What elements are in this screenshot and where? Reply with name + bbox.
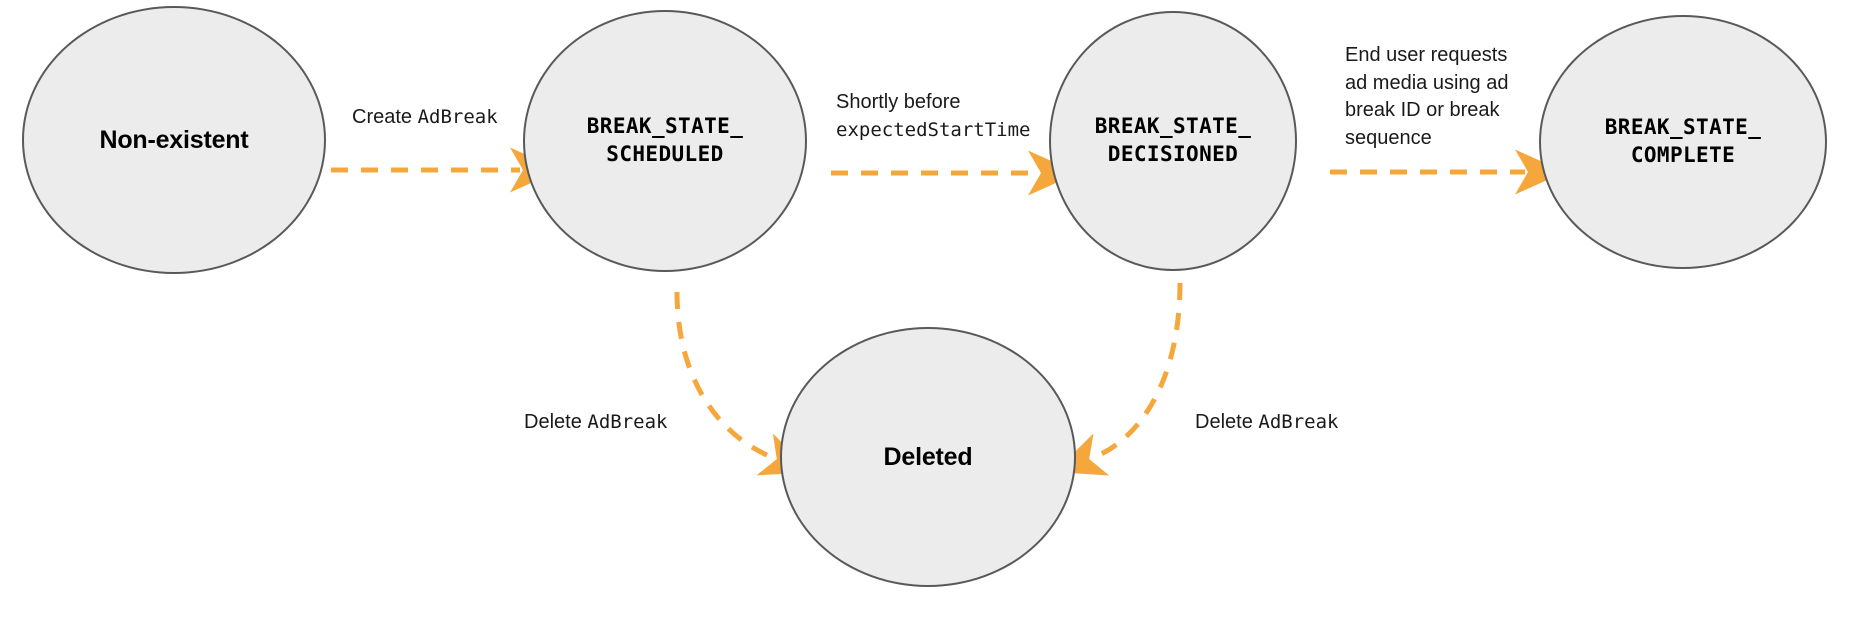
edge-label-text: sequence	[1345, 126, 1432, 149]
edge-label-line: Shortly before	[836, 89, 1030, 117]
edge-delete-adbreak-from-decisioned	[1054, 282, 1183, 476]
edge-delete-adbreak-from-scheduled	[674, 291, 812, 476]
state-node-break-state-scheduled[interactable]: BREAK_STATE_ SCHEDULED	[523, 10, 807, 272]
edge-label-text: AdBreak	[587, 411, 668, 433]
edge-label-line: Create AdBreak	[352, 104, 498, 132]
edge-label-delete-adbreak-from-decisioned: Delete AdBreak	[1195, 409, 1338, 437]
edge-label-text: ad media using ad	[1345, 71, 1509, 94]
state-node-break-state-decisioned[interactable]: BREAK_STATE_ DECISIONED	[1049, 11, 1297, 271]
edge-label-text: AdBreak	[417, 106, 498, 128]
edge-label-text: Shortly before	[836, 91, 961, 113]
state-node-non-existent[interactable]: Non-existent	[22, 6, 326, 274]
edge-label-text: expectedStartTime	[836, 118, 1031, 141]
edge-label-text: End user requests	[1345, 44, 1508, 66]
state-node-label: BREAK_STATE_ SCHEDULED	[586, 114, 744, 166]
edge-label-text: break ID or break	[1345, 99, 1500, 122]
edge-label-create-adbreak: Create AdBreak	[352, 104, 498, 132]
edge-label-line: End user requests	[1345, 42, 1508, 70]
state-node-label: Deleted	[883, 442, 973, 471]
edge-label-line: sequence	[1345, 125, 1508, 153]
edge-label-line: Delete AdBreak	[524, 409, 667, 437]
edge-label-text: AdBreak	[1258, 411, 1339, 433]
state-node-break-state-complete[interactable]: BREAK_STATE_ COMPLETE	[1539, 15, 1827, 269]
state-node-label: BREAK_STATE_ DECISIONED	[1094, 114, 1252, 166]
edge-label-line: ad media using ad	[1345, 70, 1508, 98]
edge-label-text: Delete	[524, 411, 588, 433]
state-node-deleted[interactable]: Deleted	[780, 327, 1076, 587]
edge-label-delete-adbreak-from-scheduled: Delete AdBreak	[524, 409, 667, 437]
edge-label-end-user-requests-ad-media: End user requests ad media using ad break …	[1345, 42, 1508, 152]
edge-label-text: Delete	[1195, 411, 1259, 433]
edge-label-line: Delete AdBreak	[1195, 409, 1338, 437]
state-node-label: Non-existent	[99, 125, 249, 154]
edge-label-line: expectedStartTime	[836, 117, 1030, 143]
edge-label-line: break ID or break	[1345, 97, 1508, 125]
edge-label-text: Create	[352, 106, 418, 128]
edge-label-shortly-before-expected-start-time: Shortly before expectedStartTime	[836, 89, 1030, 143]
state-node-label: BREAK_STATE_ COMPLETE	[1604, 115, 1762, 167]
